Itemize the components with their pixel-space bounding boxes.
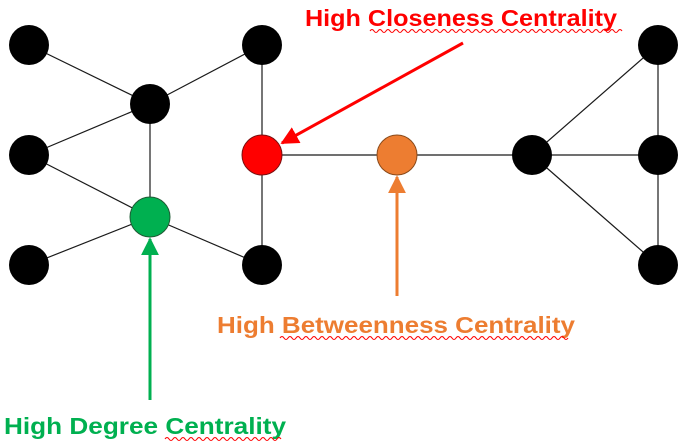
edge [531, 44, 659, 156]
graph-node [9, 135, 49, 175]
graph-node [242, 245, 282, 285]
graph-node [638, 245, 678, 285]
nodes [9, 25, 678, 285]
edge [149, 44, 263, 105]
betweenness-centrality-node [376, 134, 418, 176]
closeness-centrality-node [241, 134, 283, 176]
spellcheck-underline [164, 436, 282, 442]
edge [531, 154, 659, 266]
edge [28, 103, 151, 156]
betweenness-label: High Betweenness Centrality [217, 312, 575, 338]
edges [28, 44, 659, 266]
graph-node [512, 135, 552, 175]
edge [28, 44, 151, 105]
degree-label: High Degree Centrality [4, 413, 286, 439]
spellcheck-underlines [164, 28, 623, 442]
annotation-labels: High Closeness Centrality High Betweenne… [4, 5, 617, 439]
graph-node [9, 25, 49, 65]
closeness-label: High Closeness Centrality [305, 5, 617, 31]
graph-node [242, 25, 282, 65]
annotation-arrows [141, 41, 464, 400]
degree-centrality-node [129, 196, 171, 238]
graph-node [130, 84, 170, 124]
graph-node [9, 245, 49, 285]
spellcheck-underline [369, 28, 623, 34]
graph-node [638, 25, 678, 65]
spellcheck-underline [279, 335, 569, 341]
edge [28, 154, 151, 218]
graph-node [638, 135, 678, 175]
closeness-arrow [280, 41, 464, 145]
edge [28, 216, 151, 266]
